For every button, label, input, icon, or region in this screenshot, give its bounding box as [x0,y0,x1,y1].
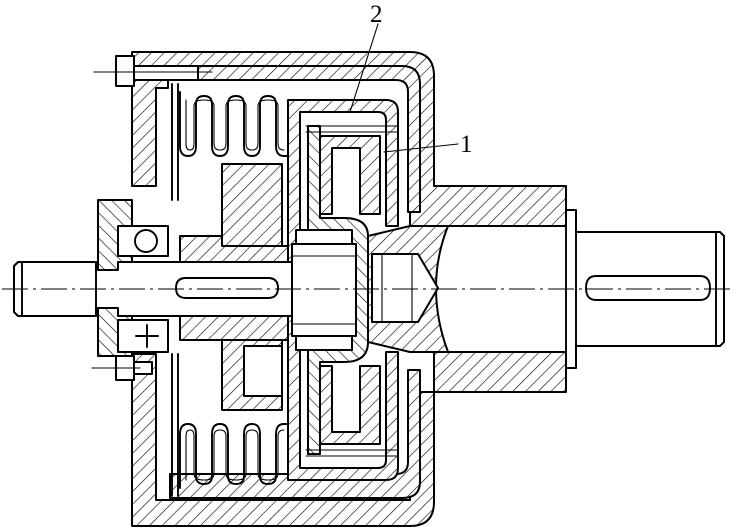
housing-inner-wall-bottom [169,369,421,499]
bellows-top [179,91,291,157]
bellows-top-inner [185,99,285,151]
leader-line-2 [349,23,379,113]
housing-inner-wall-top [169,65,421,213]
pin-carrier-bottom [319,365,381,445]
callout-2: 2 [370,1,383,28]
bellows-bottom-inner [185,429,285,481]
center-screw [371,253,439,323]
bolt-shank-top [133,65,199,81]
bearing-left-bottom [117,319,169,353]
bellows-bottom [179,423,291,489]
output-keyway [585,275,711,301]
pin-carrier [319,135,381,215]
bolt-head-top [115,55,135,87]
bearing-ball-top [134,229,158,253]
wg-collar-bottom [295,335,353,351]
leader-line-1 [383,143,459,153]
hub-recess [243,345,283,397]
output-disc [287,99,399,481]
callout-1: 1 [460,131,473,158]
wave-generator [291,243,357,337]
wg-collar [295,229,353,245]
input-keyway [175,277,279,299]
